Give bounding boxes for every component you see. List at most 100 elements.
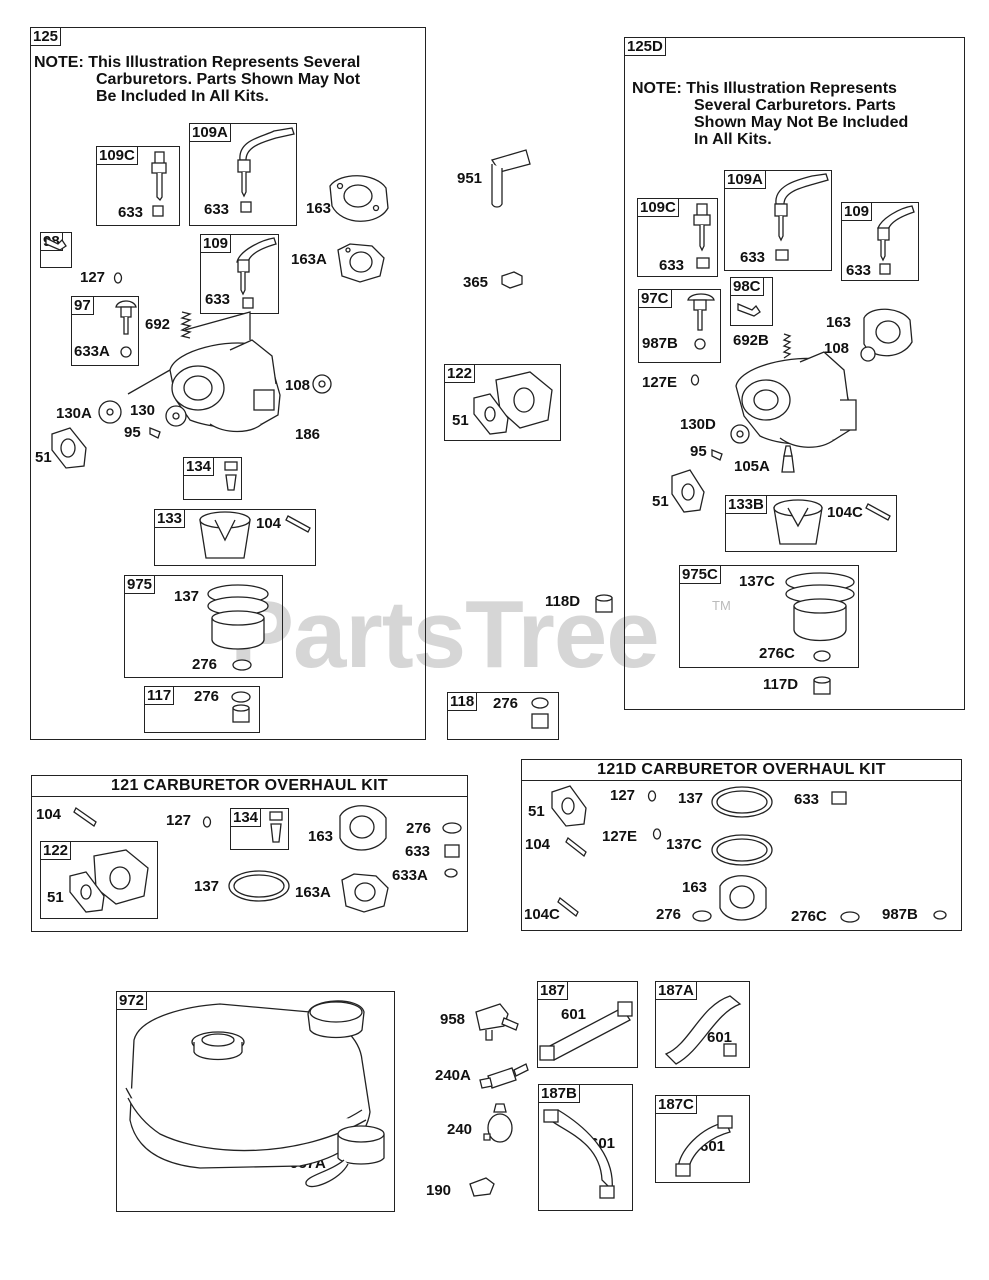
part-51: 51 xyxy=(47,889,64,906)
tag-122: 122 xyxy=(444,364,476,383)
diaphragm-108 xyxy=(312,374,332,394)
part-51: 51 xyxy=(528,803,545,820)
part-633: 633 xyxy=(794,791,820,808)
kitd-pin-104 xyxy=(565,837,587,857)
part-633a: 633A xyxy=(74,343,110,360)
box-117 xyxy=(144,686,260,733)
box-975 xyxy=(124,575,283,678)
screw-95-d xyxy=(711,449,723,461)
part-108: 108 xyxy=(824,340,850,357)
hose-187 xyxy=(539,1001,633,1061)
kit-jet-134 xyxy=(269,811,283,843)
part-51: 51 xyxy=(652,493,669,510)
filter-240 xyxy=(483,1103,513,1143)
lever-951 xyxy=(490,149,531,208)
spring-692 xyxy=(180,311,192,339)
part-163: 163 xyxy=(682,879,708,896)
part-365: 365 xyxy=(463,274,489,291)
group-125-box xyxy=(30,27,426,740)
part-130a: 130A xyxy=(56,405,92,422)
gasket-163 xyxy=(329,175,389,222)
part-104: 104 xyxy=(256,515,282,532)
box-109a xyxy=(189,123,297,226)
kit-121d-title: 121D CARBURETOR OVERHAUL KIT xyxy=(522,760,961,781)
tag-97: 97 xyxy=(71,296,94,315)
part-951: 951 xyxy=(457,170,483,187)
kit-121d-box: 121D CARBURETOR OVERHAUL KIT xyxy=(521,759,962,931)
hose-187a xyxy=(664,995,742,1065)
tag-122-kit: 122 xyxy=(40,841,72,860)
nut-117 xyxy=(232,704,250,723)
part-163a: 163A xyxy=(291,251,327,268)
note-125d-line4: In All Kits. xyxy=(694,131,772,148)
part-137c: 137C xyxy=(739,573,775,590)
part-692b: 692B xyxy=(733,332,769,349)
part-104c: 104C xyxy=(827,504,863,521)
box-133 xyxy=(154,509,316,566)
box-187 xyxy=(537,981,638,1068)
part-163: 163 xyxy=(308,828,334,845)
kit-gasket-51 xyxy=(69,871,105,913)
tag-109c-d: 109C xyxy=(637,198,679,217)
box-109c xyxy=(96,146,180,226)
tag-109c: 109C xyxy=(96,146,138,165)
kit-seal-633 xyxy=(444,844,460,858)
part-633: 633 xyxy=(118,204,144,221)
part-105a: 105A xyxy=(734,458,770,475)
kit-seal-633a xyxy=(444,868,458,878)
fitting-190 xyxy=(469,1177,495,1197)
diaphragm-108-d xyxy=(860,346,876,362)
fuel-cap-957 xyxy=(307,1000,365,1039)
part-130d: 130D xyxy=(680,416,716,433)
screw-95 xyxy=(149,427,161,439)
plate-130 xyxy=(165,405,187,427)
box-122-kit xyxy=(40,841,158,919)
part-987b: 987B xyxy=(642,335,678,352)
tag-118: 118 xyxy=(447,692,478,711)
fitting-365 xyxy=(501,271,523,289)
o-ring-127 xyxy=(113,272,123,284)
kit-ring-137 xyxy=(228,870,290,902)
fuel-cap-957a xyxy=(305,1125,385,1188)
kitd-o-ring-127e xyxy=(652,828,662,840)
part-276: 276 xyxy=(192,656,218,673)
part-633: 633 xyxy=(846,262,872,279)
part-163: 163 xyxy=(826,314,852,331)
bowl-975 xyxy=(207,584,269,671)
tag-975c: 975C xyxy=(679,565,721,584)
box-97c xyxy=(638,289,721,363)
box-118 xyxy=(447,692,559,740)
nut-117d xyxy=(813,676,831,695)
part-186: 186 xyxy=(295,426,321,443)
part-95: 95 xyxy=(690,443,707,460)
box-109a-d xyxy=(724,170,832,271)
tag-109a-d: 109A xyxy=(724,170,766,189)
part-601: 601 xyxy=(561,1006,587,1023)
part-104c: 104C xyxy=(524,906,560,923)
note-125-line2: Carburetors. Parts Shown May Not xyxy=(96,71,361,88)
kitd-seal-987b xyxy=(933,910,947,920)
float-133 xyxy=(199,511,251,559)
part-276c: 276C xyxy=(791,908,827,925)
part-633: 633 xyxy=(205,291,231,308)
kitd-o-ring-127 xyxy=(647,790,657,802)
pin-104c xyxy=(865,503,891,521)
tag-134-kit: 134 xyxy=(230,808,262,827)
tag-975: 975 xyxy=(124,575,156,594)
tag-187: 187 xyxy=(537,981,569,1000)
jet-134 xyxy=(224,461,238,491)
part-51: 51 xyxy=(452,412,469,429)
screw-98 xyxy=(45,236,67,251)
tag-187b: 187B xyxy=(538,1084,580,1103)
valve-105a xyxy=(781,445,795,473)
screw-98c xyxy=(737,303,761,317)
primer-97c xyxy=(687,293,715,350)
note-125-line3: Be Included In All Kits. xyxy=(96,88,269,105)
kit-121-title: 121 CARBURETOR OVERHAUL KIT xyxy=(32,776,467,797)
part-190: 190 xyxy=(426,1182,452,1199)
part-276: 276 xyxy=(656,906,682,923)
kit-121-box: 121 CARBURETOR OVERHAUL KIT xyxy=(31,775,468,932)
box-975c xyxy=(679,565,859,668)
box-109 xyxy=(200,234,279,314)
